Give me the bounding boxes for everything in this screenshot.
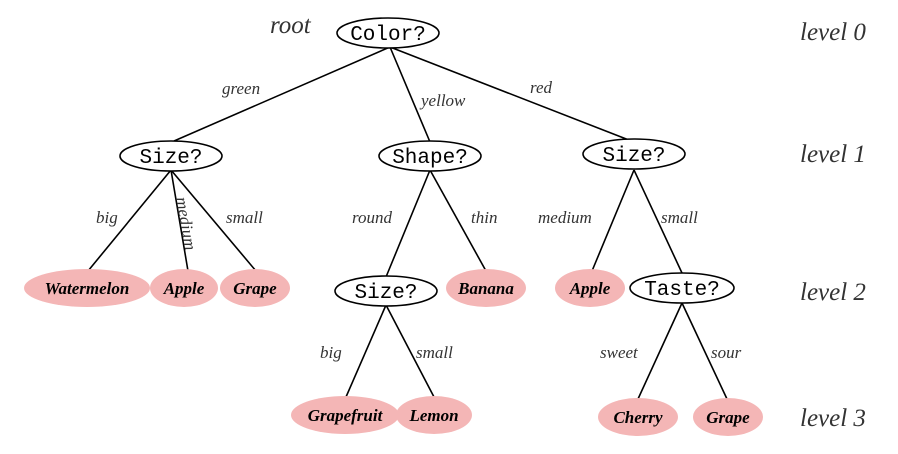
leaf-grape-red: Grape	[693, 398, 763, 436]
edge-label-small: small	[226, 208, 263, 227]
leaf-lemon: Lemon	[396, 396, 472, 434]
leaf-nodes: Watermelon Apple Grape Banana Apple Grap…	[24, 269, 763, 436]
leaf-watermelon: Watermelon	[24, 269, 150, 307]
edge-size-round-big	[345, 304, 387, 398]
edge-size-red-medium	[591, 169, 635, 272]
edge-taste-sweet	[637, 302, 683, 400]
edge-color-green	[173, 46, 391, 142]
leaf-lemon-label: Lemon	[408, 406, 458, 425]
edge-shape-thin	[429, 169, 487, 272]
leaf-apple-red-label: Apple	[569, 279, 611, 298]
node-size-round: Size?	[334, 275, 438, 307]
leaf-grape-green: Grape	[220, 269, 290, 307]
edge-shape-round	[385, 169, 431, 278]
edge-label-red: red	[530, 78, 553, 97]
node-shape-label: Shape?	[392, 147, 468, 170]
node-color: Color?	[336, 17, 440, 49]
edge-label-yellow: yellow	[419, 91, 466, 110]
level-label-0: level 0	[800, 19, 866, 46]
leaf-grapefruit: Grapefruit	[291, 396, 399, 434]
leaf-apple-red: Apple	[555, 269, 625, 307]
node-taste-label: Taste?	[644, 279, 720, 302]
edges	[87, 46, 728, 400]
level-label-1: level 1	[800, 141, 866, 168]
level-label-3: level 3	[800, 405, 866, 432]
leaf-grape-green-label: Grape	[233, 279, 277, 298]
leaf-grapefruit-label: Grapefruit	[308, 406, 384, 425]
node-size-red-label: Size?	[602, 145, 665, 168]
node-taste: Taste?	[629, 272, 735, 304]
edge-label-sweet: sweet	[600, 343, 639, 362]
edge-label-small-round: small	[416, 343, 453, 362]
leaf-cherry-label: Cherry	[613, 408, 663, 427]
edge-size-round-small	[385, 304, 435, 398]
edge-label-round: round	[352, 208, 392, 227]
edge-labels: green yellow red big medium small round …	[96, 78, 742, 362]
leaf-cherry: Cherry	[598, 398, 678, 436]
edge-label-sour: sour	[711, 343, 742, 362]
edge-label-green: green	[222, 79, 260, 98]
edge-label-big: big	[96, 208, 118, 227]
edge-taste-sour	[681, 302, 728, 400]
leaf-banana-label: Banana	[457, 279, 514, 298]
leaf-grape-red-label: Grape	[706, 408, 750, 427]
edge-color-red	[389, 46, 635, 143]
node-shape: Shape?	[378, 140, 482, 172]
node-size-green-label: Size?	[139, 147, 202, 170]
edge-label-big-round: big	[320, 343, 342, 362]
root-label: root	[270, 12, 312, 39]
leaf-apple-green-label: Apple	[163, 279, 205, 298]
level-labels: level 0 level 1 level 2 level 3	[800, 19, 866, 432]
leaf-apple-green: Apple	[150, 269, 218, 307]
edge-size-small	[170, 169, 257, 272]
edge-label-small-red: small	[661, 208, 698, 227]
node-size-green: Size?	[119, 140, 223, 172]
edge-color-yellow	[389, 46, 431, 143]
leaf-banana: Banana	[446, 269, 526, 307]
leaf-watermelon-label: Watermelon	[45, 279, 130, 298]
edge-label-medium-rotated: medium	[172, 195, 200, 251]
node-color-label: Color?	[350, 24, 426, 47]
edge-label-thin: thin	[471, 208, 497, 227]
question-nodes: Color? Size? Shape? Size? Size? Taste?	[119, 17, 735, 307]
edge-label-medium: medium	[538, 208, 592, 227]
edge-size-red-small	[633, 169, 683, 274]
node-size-red: Size?	[582, 138, 686, 170]
edge-size-big	[87, 169, 172, 272]
node-size-round-label: Size?	[354, 282, 417, 305]
edge-size-medium	[170, 169, 189, 272]
level-label-2: level 2	[800, 279, 866, 306]
